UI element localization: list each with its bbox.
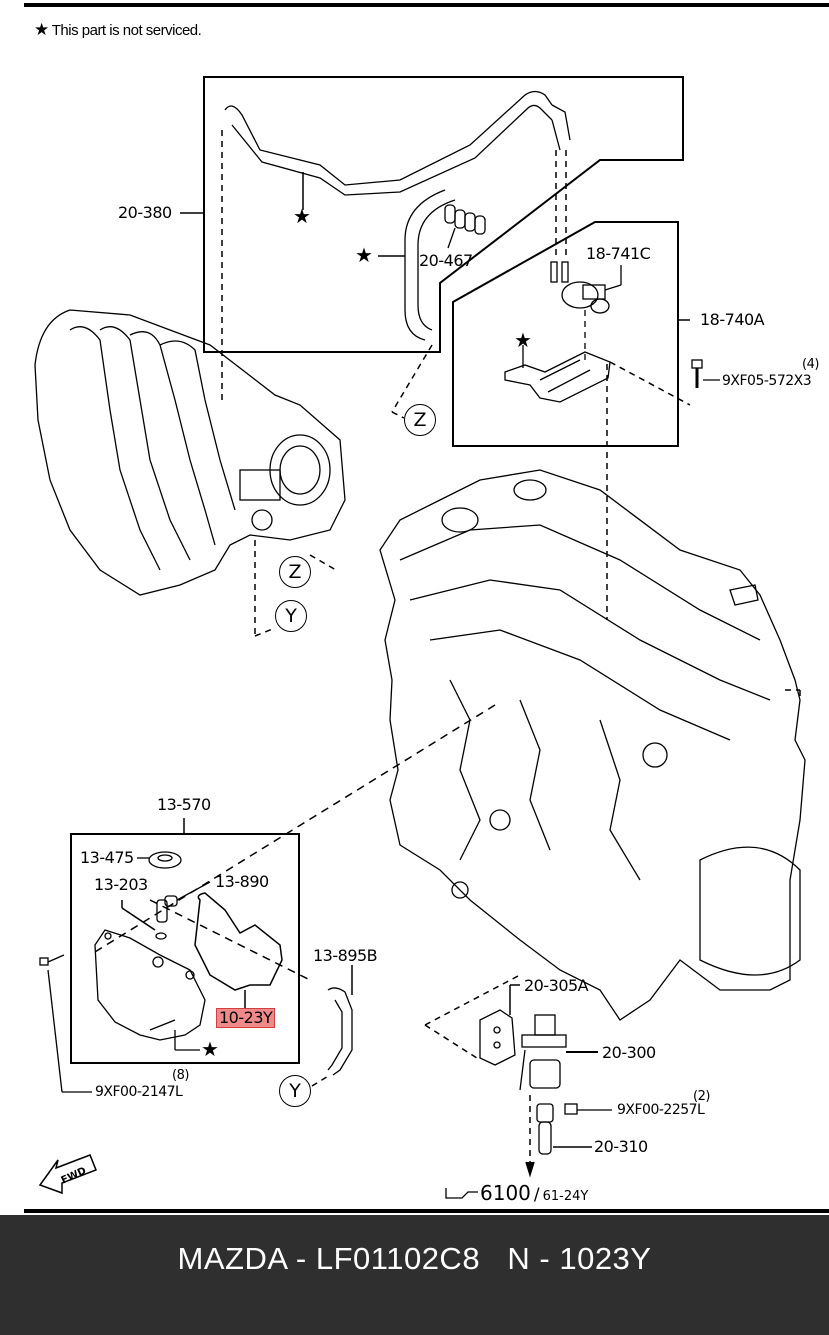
hose-20-380-end: [551, 104, 571, 151]
part-label-9XF00-2257L[interactable]: 9XF00-2257L: [617, 1102, 705, 1118]
star-icon: ★: [355, 245, 373, 267]
part-label-20-380[interactable]: 20-380: [118, 203, 172, 222]
parts-diagram: FWD: [24, 3, 829, 1213]
bolt-9XF00-2147L: [39, 954, 92, 1093]
solenoid-bracket: [504, 345, 611, 403]
bolt-9XF05-572X3: [691, 359, 720, 388]
star-icon: ★: [201, 1039, 219, 1061]
header-note-text: This part is not serviced.: [51, 22, 202, 39]
hose-group-box: [203, 76, 684, 353]
part-label-13-890[interactable]: 13-890: [215, 872, 269, 891]
part-qty-9XF00-2147L: (8): [172, 1068, 189, 1083]
cross-reference[interactable]: 6100/61-24Y: [446, 1181, 588, 1205]
part-label-13-895B[interactable]: 13-895B: [313, 946, 378, 965]
footer-bar: MAZDA - LF01102C8 N - 1023Y: [0, 1215, 829, 1335]
intake-manifold: [34, 309, 346, 596]
fwd-arrow-icon: FWD: [38, 1154, 97, 1195]
ref-marker-y[interactable]: Y: [275, 600, 307, 632]
solenoid-valve-18-741C: [550, 261, 622, 360]
part-qty-9XF00-2257L: (2): [693, 1089, 710, 1104]
section-number: 6100: [480, 1181, 531, 1205]
part-label-9XF05-572X3[interactable]: 9XF05-572X3: [722, 373, 812, 389]
ref-marker-z[interactable]: Z: [279, 556, 311, 588]
header-note: ★This part is not serviced.: [34, 20, 202, 40]
part-label-20-300[interactable]: 20-300: [602, 1043, 656, 1062]
footer-title: MAZDA - LF01102C8 N - 1023Y: [177, 1241, 652, 1276]
star-icon: ★: [293, 206, 311, 228]
part-label-18-741C[interactable]: 18-741C: [586, 244, 651, 263]
engine-block: [379, 469, 806, 1021]
star-icon: ★: [34, 20, 49, 39]
egr-valve-20-300: [519, 1014, 567, 1091]
part-label-20-310[interactable]: 20-310: [594, 1137, 648, 1156]
arrow-down: [525, 1161, 535, 1178]
part-label-13-203[interactable]: 13-203: [94, 875, 148, 894]
clip-20-467: [444, 204, 486, 249]
part-label-20-305A[interactable]: 20-305A: [524, 976, 589, 995]
grommet-13-475: [137, 851, 182, 869]
part-label-13-475[interactable]: 13-475: [80, 848, 134, 867]
cover-assembly-box: [70, 833, 300, 1064]
hose-lower: [404, 189, 456, 341]
hose-20-380: [224, 90, 553, 196]
pointing-hand-icon: [445, 1188, 478, 1199]
part-label-10-23Y-highlighted[interactable]: 10-23Y: [216, 1008, 276, 1028]
separator: /: [533, 1185, 540, 1205]
part-label-18-740A[interactable]: 18-740A: [700, 310, 765, 329]
gasket-20-305A: [479, 1009, 516, 1066]
gasket-10-23Y: [194, 892, 283, 991]
pipe-20-310: [536, 1103, 554, 1155]
part-label-13-570[interactable]: 13-570: [157, 795, 211, 814]
ref-marker-y[interactable]: Y: [279, 1075, 311, 1107]
figure-number: 61-24Y: [542, 1189, 589, 1204]
solenoid-box: [452, 221, 679, 447]
cylinder-head-cover: [94, 929, 206, 1051]
pcv-valve-13-890: [155, 881, 211, 940]
star-icon: ★: [514, 330, 532, 352]
part-label-20-467[interactable]: 20-467: [419, 251, 473, 270]
ref-marker-z[interactable]: Z: [404, 404, 436, 436]
part-label-9XF00-2147L[interactable]: 9XF00-2147L: [95, 1084, 183, 1100]
hose-13-895B: [327, 987, 353, 1076]
part-qty-9XF05-572X3: (4): [802, 357, 819, 372]
bolt-9XF00-2257L: [564, 1103, 612, 1115]
